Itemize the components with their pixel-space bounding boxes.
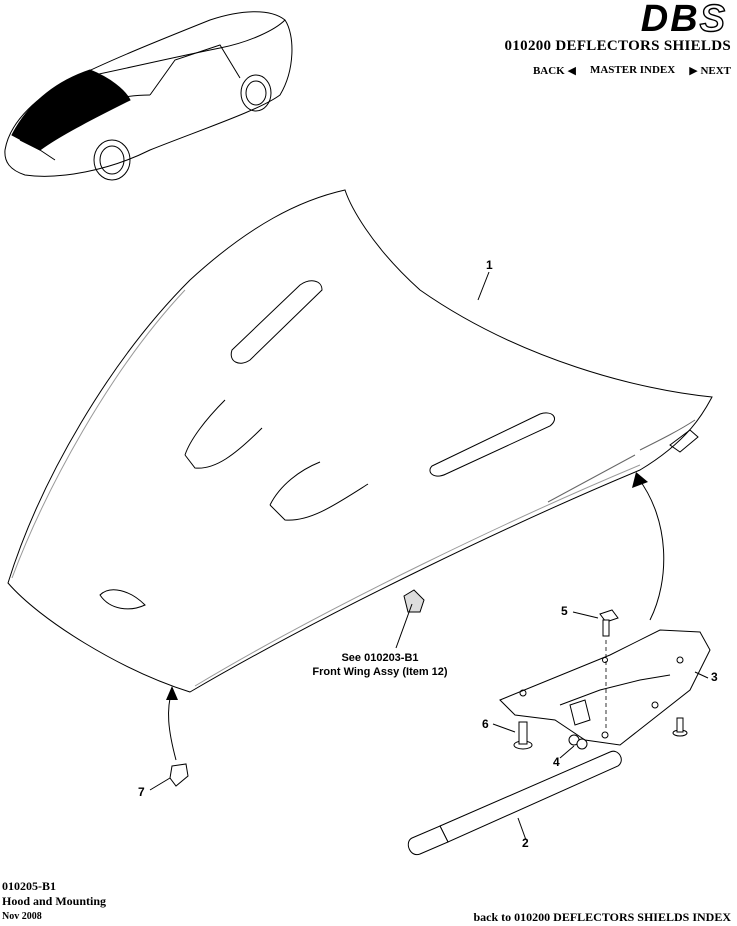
diagram-code: 010205-B1 [2, 879, 56, 893]
callout-2: 2 [522, 836, 529, 850]
callout-7: 7 [138, 785, 145, 799]
left-triangle-icon: ◀ [567, 65, 576, 77]
diagram-name: Hood and Mounting [2, 894, 107, 908]
callout-3: 3 [711, 670, 718, 684]
bolt-6 [513, 721, 533, 750]
bolt-5 [599, 609, 619, 637]
clip-7 [169, 763, 189, 787]
logo-s: S [699, 0, 727, 40]
hinge-assembly [499, 629, 711, 746]
note-line-2: Front Wing Assy (Item 12) [312, 666, 448, 678]
car-thumbnail [4, 11, 293, 181]
nut-4 [568, 734, 588, 750]
nav-bar: BACK ◀ MASTER INDEX ▶ NEXT [533, 64, 731, 77]
dbs-logo: DBS [640, 0, 727, 40]
diagram-date: Nov 2008 [2, 911, 42, 922]
back-to-index-link[interactable]: back to 010200 DEFLECTORS SHIELDS INDEX [473, 910, 731, 924]
master-index-link[interactable]: MASTER INDEX [589, 64, 676, 76]
right-triangle-icon: ▶ [689, 65, 698, 77]
arrow-to-hinge [637, 477, 665, 621]
bump-stop [403, 589, 425, 613]
hood-panel [7, 189, 713, 693]
callout-4: 4 [553, 755, 560, 769]
footer-info: 010205-B1 Hood and Mounting Nov 2008 [2, 879, 106, 924]
leader-line-1 [477, 271, 490, 301]
callout-6: 6 [482, 717, 489, 731]
page-title: 010200 DEFLECTORS SHIELDS [504, 38, 731, 54]
gas-strut [407, 750, 622, 856]
note-line-1: See 010203-B1 [341, 652, 419, 664]
cross-reference-note[interactable]: See 010203-B1 Front Wing Assy (Item 12) [300, 651, 460, 679]
highlighted-hood [11, 69, 131, 151]
arrow-to-hood-7 [168, 689, 177, 761]
next-link[interactable]: ▶ NEXT [689, 65, 731, 77]
callout-5: 5 [561, 604, 568, 618]
callout-1: 1 [486, 258, 493, 272]
back-link[interactable]: BACK ◀ [532, 65, 576, 77]
logo-text: DB [640, 0, 700, 40]
